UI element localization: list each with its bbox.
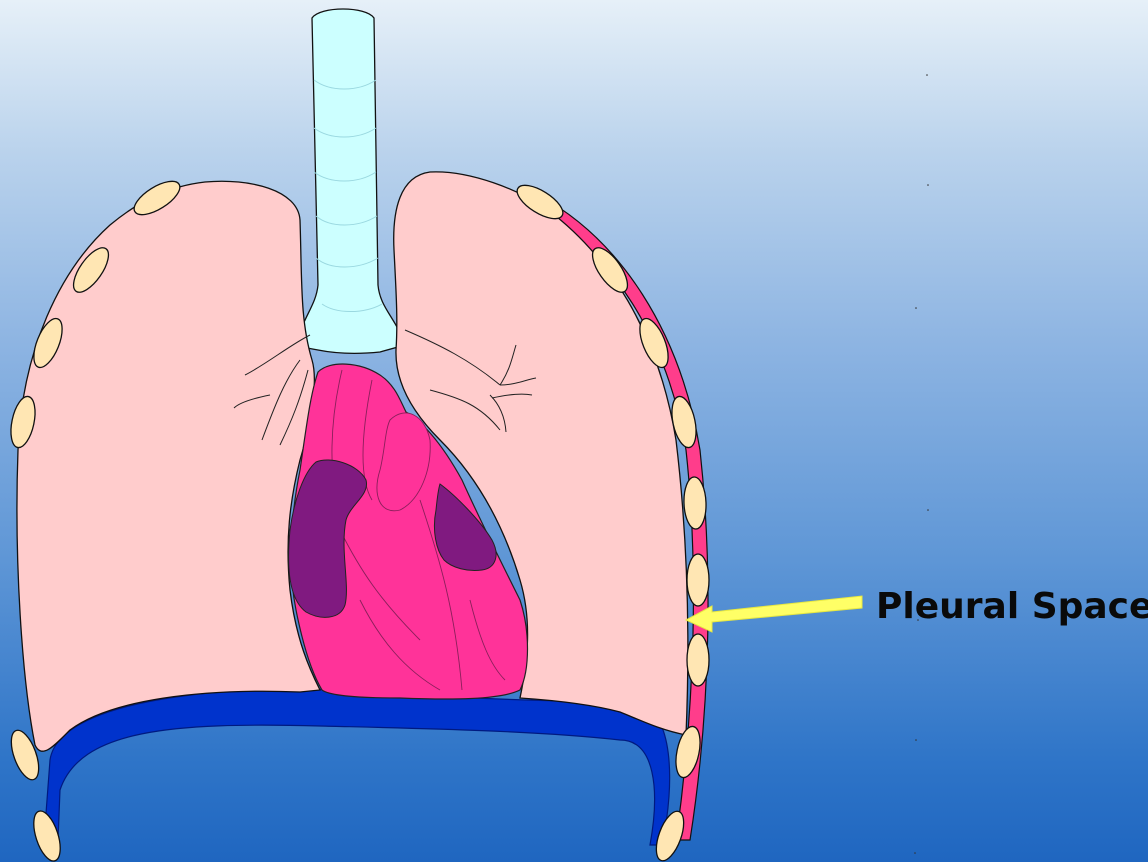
- pleural-space-arrow: [686, 596, 862, 632]
- left-lung: [17, 181, 320, 751]
- background-dots: [914, 74, 929, 854]
- trachea: [296, 9, 405, 353]
- pleural-space-label: Pleural Space: [876, 586, 1148, 627]
- diaphragm: [44, 689, 670, 845]
